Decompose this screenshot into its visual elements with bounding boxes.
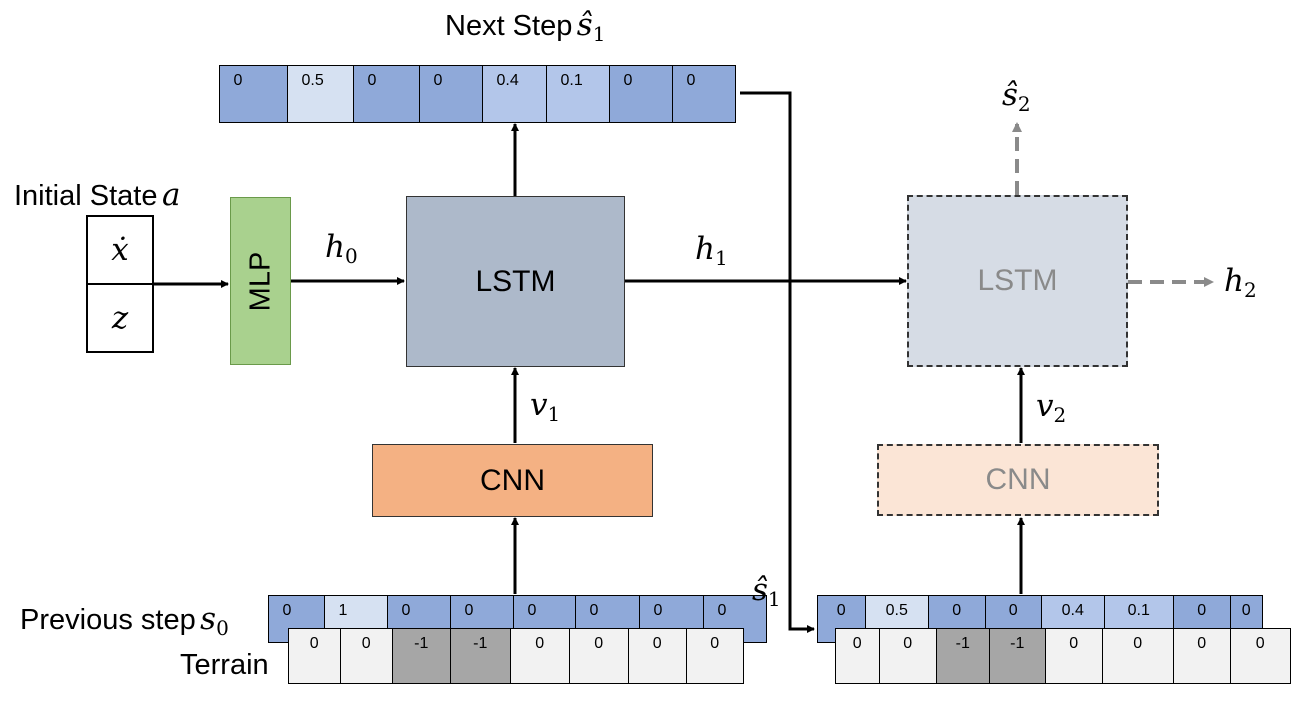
arrow-next-step-feedback xyxy=(740,91,815,633)
lstm2-block: LSTM xyxy=(907,195,1128,367)
terrain2-values-cell: 0 xyxy=(1044,628,1103,684)
next-step-values-cell: 0 xyxy=(352,65,420,123)
next-step-values-cell: 0 xyxy=(418,65,483,123)
next-step-values-cell: 0.1 xyxy=(545,65,610,123)
terrain-values-cell: 0 xyxy=(509,628,570,684)
terrain2-values-cell: 0 xyxy=(1101,628,1174,684)
terrain2-values-cell: 0 xyxy=(1229,628,1291,684)
h0-label: h0 xyxy=(325,229,358,268)
lstm-label: LSTM xyxy=(475,264,556,298)
previous-step-label: Previous step s0 xyxy=(20,601,229,640)
terrain-values-cell: 0 xyxy=(627,628,687,684)
initial-state-text: Initial State xyxy=(14,180,158,212)
next-step-values-cell: 0.4 xyxy=(481,65,547,123)
s2-hat-label: ŝ2 xyxy=(1002,77,1031,116)
v1-label: v1 xyxy=(530,387,561,426)
terrain2-values-cell: 0 xyxy=(1172,628,1231,684)
lstm2-label: LSTM xyxy=(977,264,1058,297)
next-step-label: Next Step ŝ1 xyxy=(445,7,606,46)
next-step-values-cell: 0 xyxy=(218,65,288,123)
initial-state-z: z xyxy=(111,300,129,336)
terrain-values-cell: 0 xyxy=(685,628,744,684)
next-step-math: ŝ1 xyxy=(576,7,606,46)
terrain-values-cell: 0 xyxy=(287,628,341,684)
terrain2-values-cell: -1 xyxy=(935,628,990,684)
initial-state-cell-xdot: ẋ xyxy=(86,215,154,285)
initial-state-cell-z: z xyxy=(86,283,154,353)
terrain2-values-cell: 0 xyxy=(834,628,880,684)
previous-step-text: Previous step xyxy=(20,604,196,636)
cnn2-label: CNN xyxy=(985,463,1051,496)
terrain-values-cell: -1 xyxy=(391,628,451,684)
s1-hat-label: ŝ1 xyxy=(752,572,781,611)
cnn2-block: CNN xyxy=(877,444,1159,516)
terrain2-values-cell: 0 xyxy=(878,628,937,684)
terrain-values-cell: 0 xyxy=(568,628,629,684)
next-step-values-cell: 0 xyxy=(671,65,736,123)
terrain-label: Terrain xyxy=(180,649,269,681)
h1-label: h1 xyxy=(695,231,728,270)
next-step-text: Next Step xyxy=(445,10,573,42)
terrain-values-cell: 0 xyxy=(339,628,393,684)
initial-state-math: a xyxy=(161,177,181,213)
previous-step-math: s0 xyxy=(200,601,229,640)
initial-state-label: Initial State a xyxy=(14,180,180,211)
next-step-values-cell: 0.5 xyxy=(286,65,354,123)
cnn-block: CNN xyxy=(372,444,653,517)
v2-label: v2 xyxy=(1036,388,1067,427)
next-step-values-cell: 0 xyxy=(608,65,673,123)
lstm-block: LSTM xyxy=(406,196,625,367)
cnn-label: CNN xyxy=(480,463,545,497)
mlp-block: MLP xyxy=(230,197,291,365)
terrain-values-cell: -1 xyxy=(449,628,511,684)
terrain2-values-cell: -1 xyxy=(988,628,1046,684)
mlp-label: MLP xyxy=(244,251,277,311)
initial-state-xdot: ẋ xyxy=(111,232,129,268)
h2-label: h2 xyxy=(1224,263,1257,302)
